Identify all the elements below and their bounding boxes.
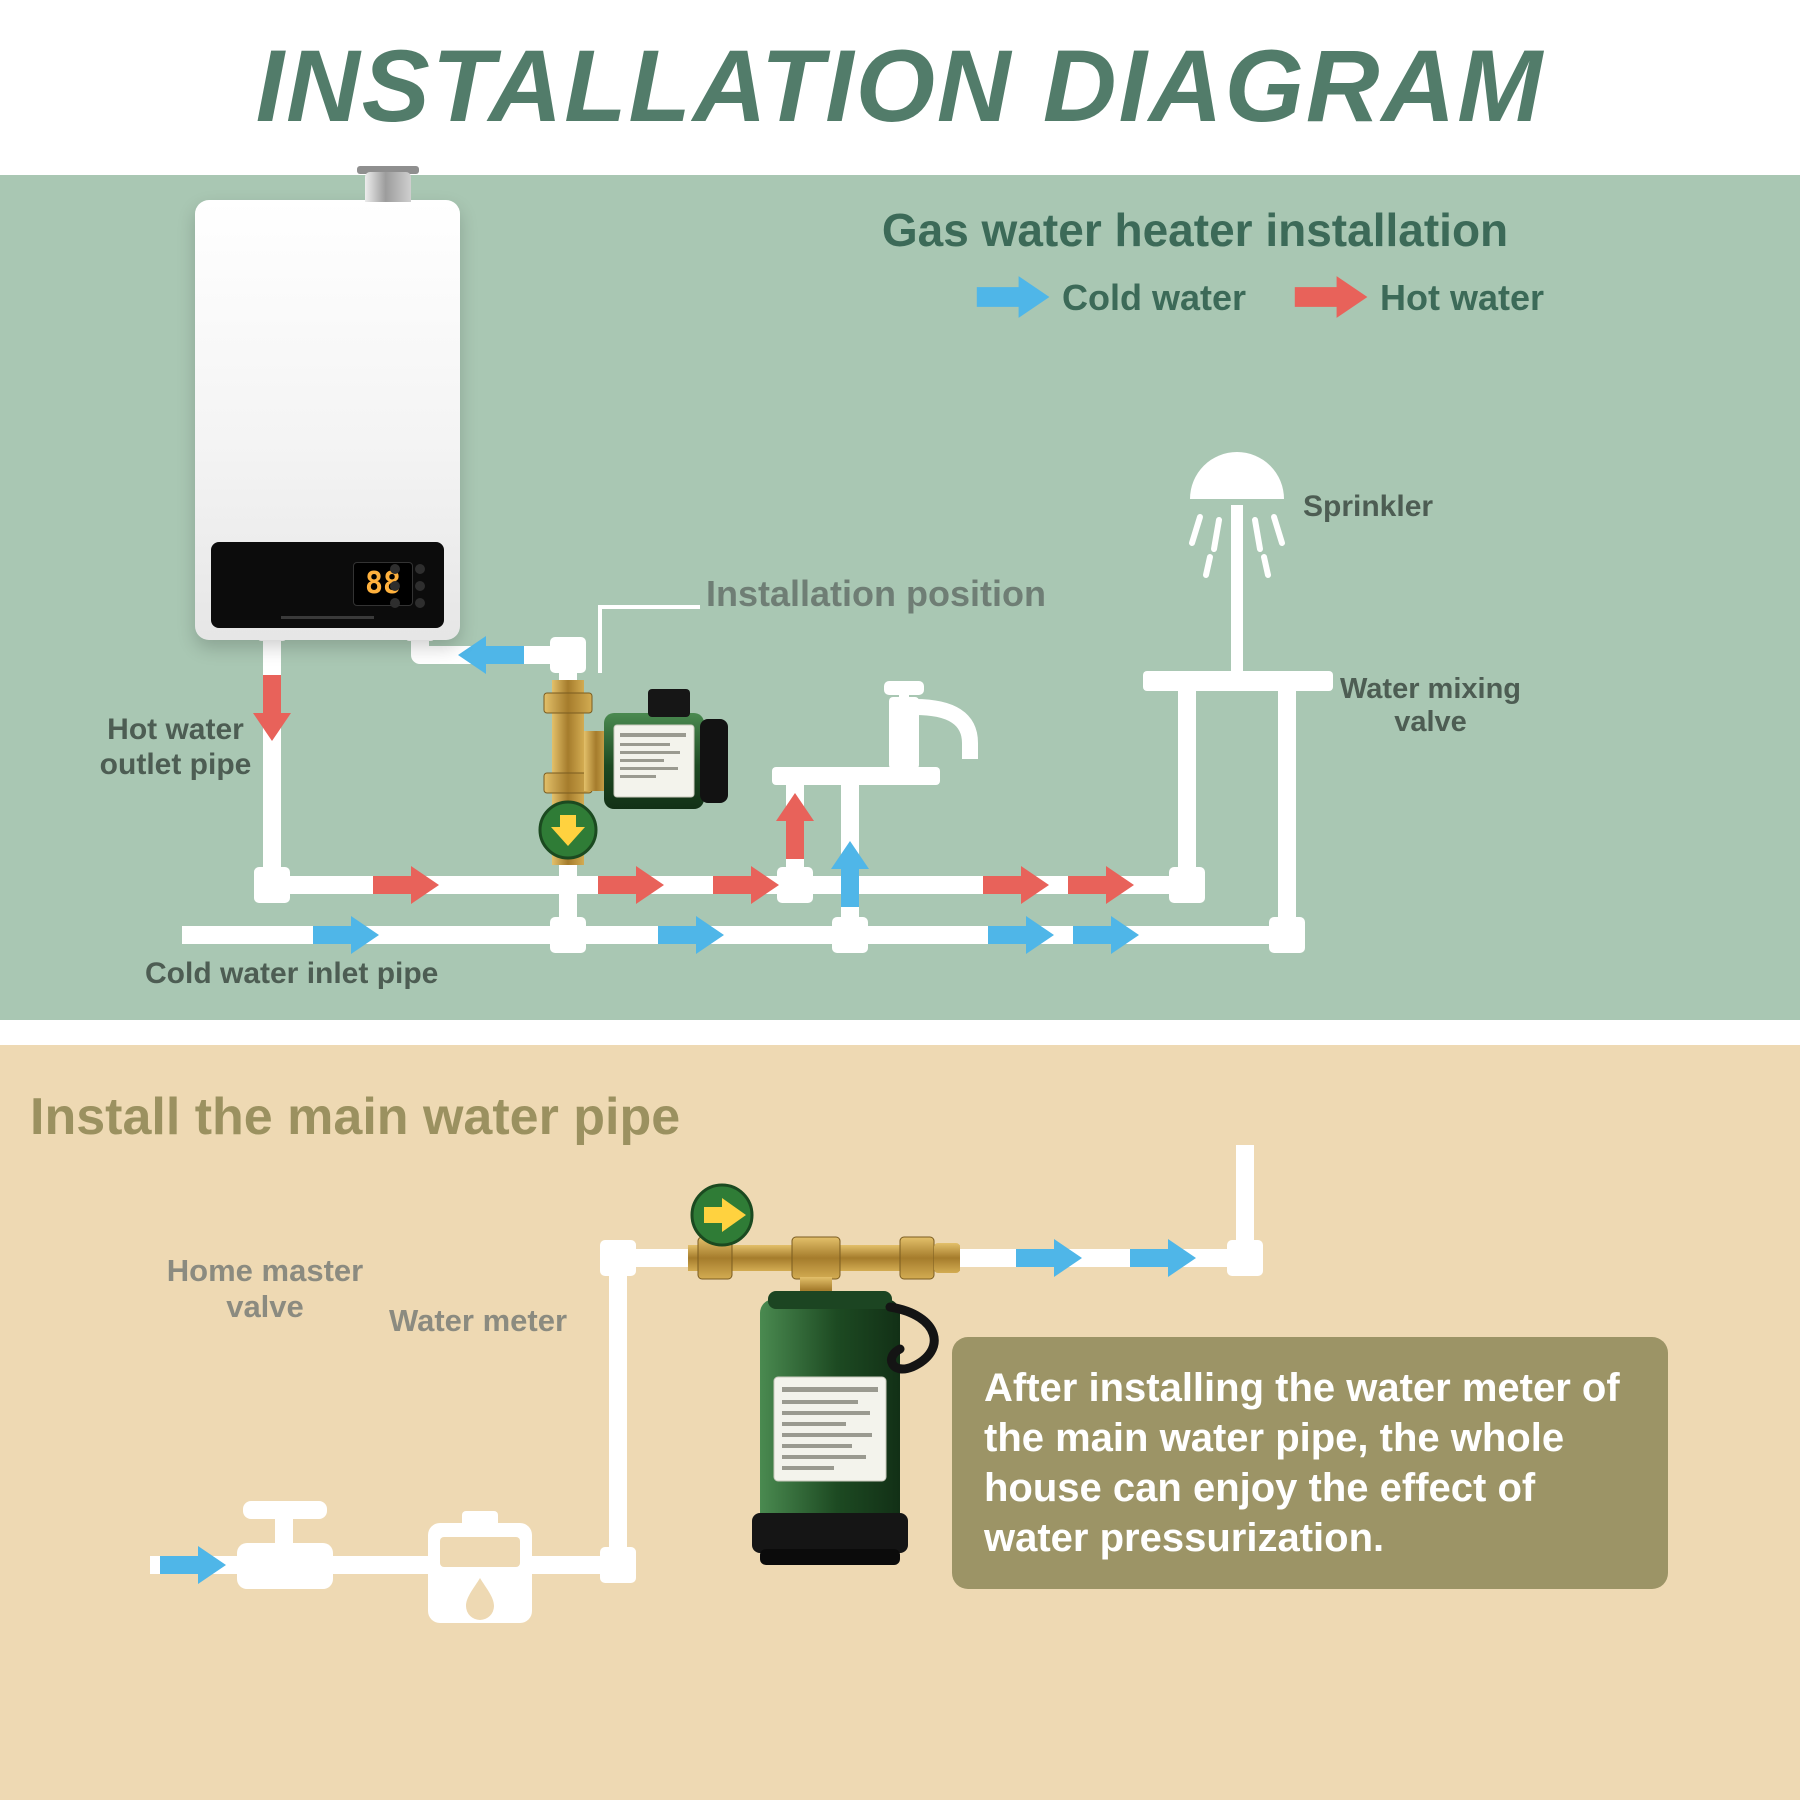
main-booster-pump-icon <box>688 1183 960 1565</box>
heater-section-heading: Gas water heater installation <box>881 204 1509 256</box>
installation-position-label: Installation position <box>706 573 1046 614</box>
power-cable-icon <box>885 1302 939 1374</box>
heater-flue-icon <box>365 172 411 202</box>
main-water-pipe-section: Install the main water pipe Home master … <box>0 1045 1800 1800</box>
water-heater-icon: 88 <box>195 166 460 640</box>
cold-water-pipe <box>182 687 1296 944</box>
hot-water-pipe <box>263 637 1196 894</box>
main-outlet-pipe <box>958 1145 1254 1267</box>
pressurization-note-box: After installing the water meter of the … <box>952 1337 1668 1589</box>
cold-arrow-icon <box>1073 916 1139 954</box>
heater-control-panel: 88 <box>211 542 444 628</box>
pump-flow-arrow-icon <box>704 1198 746 1232</box>
heater-flue-collar <box>357 166 419 174</box>
hot-water-outlet-pipe-label: Hot water outlet pipe <box>99 713 252 781</box>
hot-arrow-icon <box>1068 866 1134 904</box>
hot-arrow-icon <box>713 866 779 904</box>
main-pipe-diagram <box>150 1145 1263 1623</box>
sprinkler-label: Sprinkler <box>1303 490 1434 523</box>
page-title: INSTALLATION DIAGRAM <box>255 29 1545 143</box>
water-mixing-valve-bar <box>1143 671 1333 691</box>
heater-buttons <box>390 564 432 608</box>
cold-arrow-icon <box>988 916 1054 954</box>
water-drops <box>1189 514 1285 582</box>
gas-water-heater-section: 88 Gas water heater installation Cold wa… <box>0 166 1800 1020</box>
water-mixing-valve-label: Water mixing valve <box>1339 673 1521 739</box>
hot-arrow-up-icon <box>776 793 814 859</box>
faucet-icon <box>772 681 978 785</box>
hot-arrow-icon <box>373 866 439 904</box>
meter-display-window <box>440 1537 520 1567</box>
legend-cold-arrow-icon <box>976 276 1050 318</box>
water-drop-icon <box>466 1578 494 1620</box>
cold-water-inlet-pipe-label: Cold water inlet pipe <box>145 957 439 990</box>
heater-brand-mark <box>280 616 375 619</box>
legend-hot-arrow-icon <box>1294 276 1368 318</box>
cold-arrow-up-icon <box>831 841 869 907</box>
booster-pump-icon <box>538 680 728 865</box>
pump-flow-arrow-icon <box>551 815 585 846</box>
legend-hot-label: Hot water <box>1380 277 1545 318</box>
installation-position-leader-line <box>598 605 700 673</box>
legend-cold-label: Cold water <box>1062 277 1247 318</box>
cold-arrow-icon <box>658 916 724 954</box>
cold-arrow-icon <box>313 916 379 954</box>
heater-pipes-diagram <box>182 276 1368 954</box>
pump-label-sticker <box>773 1376 887 1482</box>
cold-arrow-icon <box>1016 1239 1082 1277</box>
hot-arrow-icon <box>983 866 1049 904</box>
sprinkler-icon <box>1143 452 1333 691</box>
main-inlet-pipe <box>150 1249 690 1574</box>
water-meter-icon <box>428 1511 532 1623</box>
main-pipe-fittings <box>600 1240 1263 1583</box>
water-meter-label: Water meter <box>388 1303 568 1338</box>
home-master-valve-label: Home master valve <box>166 1253 364 1324</box>
home-master-valve-icon <box>237 1501 333 1589</box>
main-pipe-section-heading: Install the main water pipe <box>30 1088 681 1146</box>
hot-arrow-icon <box>598 866 664 904</box>
cold-arrow-left-icon <box>458 636 524 674</box>
cold-arrow-icon <box>1130 1239 1196 1277</box>
cold-arrow-icon <box>160 1546 226 1584</box>
